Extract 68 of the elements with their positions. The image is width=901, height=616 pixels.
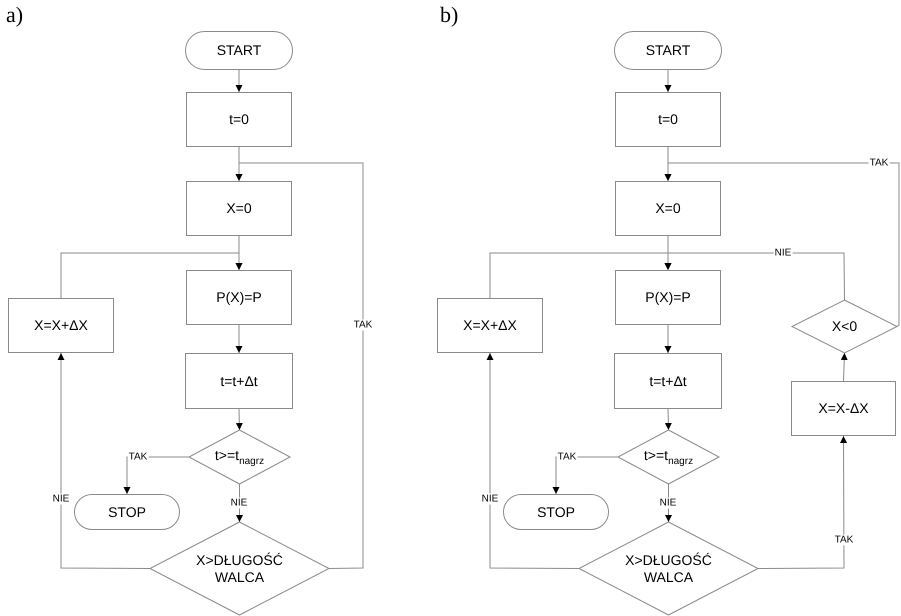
decision-diamond xyxy=(792,300,897,353)
arrow xyxy=(664,252,845,300)
edge-label: NIE xyxy=(774,248,792,258)
terminator-shape xyxy=(614,31,722,70)
arrow xyxy=(664,162,900,327)
process-box xyxy=(186,181,292,236)
node-text: t=t+Δt xyxy=(220,372,258,390)
edge-label: NIE xyxy=(230,498,248,508)
node-text: X<0 xyxy=(832,318,858,335)
process-box xyxy=(615,270,721,325)
edge-label: TAK xyxy=(352,320,374,330)
edge-label: TAK xyxy=(868,158,890,168)
node-text: P(X)=P xyxy=(645,289,691,306)
arrow xyxy=(664,324,672,354)
process-box xyxy=(186,270,292,325)
arrow xyxy=(664,70,672,92)
process-box xyxy=(615,181,721,236)
node-text: X=0 xyxy=(226,200,252,217)
process-box xyxy=(8,298,114,353)
terminator-shape xyxy=(185,31,293,70)
node-text: STOP xyxy=(108,504,146,520)
edge-label: NIE xyxy=(480,494,500,504)
node-text: STOP xyxy=(537,504,575,520)
process-box xyxy=(186,92,292,147)
arrow xyxy=(758,436,848,569)
process-box xyxy=(791,381,896,436)
node-text: START xyxy=(646,42,690,59)
edge-label: NIE xyxy=(52,494,70,504)
process-box xyxy=(437,298,543,353)
decision-diamond xyxy=(618,430,719,484)
node-text: X=X+ΔX xyxy=(463,317,517,334)
node-text: X>DŁUGOŚĆ WALCA xyxy=(624,552,713,586)
node-text: X=X+ΔX xyxy=(34,317,88,334)
edge-label: TAK xyxy=(834,534,854,546)
arrow xyxy=(58,352,150,569)
arrow xyxy=(236,70,242,92)
node-text: X=0 xyxy=(655,200,681,217)
arrow xyxy=(664,408,672,430)
arrow xyxy=(486,352,580,569)
panel-label: b) xyxy=(440,2,458,28)
terminator-shape xyxy=(74,494,180,530)
edge-label: TAK xyxy=(128,452,148,462)
panel-label: a) xyxy=(6,2,24,28)
node-text: t>=t$_{nagrz}$ xyxy=(214,446,264,468)
edge-label: NIE xyxy=(658,498,678,508)
arrow xyxy=(124,456,190,494)
node-text: t=0 xyxy=(658,111,678,128)
process-box xyxy=(614,353,722,409)
node-text: t>=t$_{nagrz}$ xyxy=(644,446,694,468)
decision-diamond xyxy=(189,430,290,484)
arrow xyxy=(236,324,242,354)
process-box xyxy=(185,353,293,409)
decision-diamond xyxy=(150,522,329,615)
node-text: t=0 xyxy=(229,111,249,128)
edge-label: TAK xyxy=(556,452,578,462)
arrow xyxy=(236,408,243,430)
arrow xyxy=(552,456,618,494)
process-box xyxy=(615,92,721,147)
node-text: t=t+Δt xyxy=(649,372,687,390)
arrow xyxy=(840,352,848,382)
node-text: X>DŁUGOŚĆ WALCA xyxy=(195,552,284,586)
node-text: START xyxy=(216,42,262,59)
terminator-shape xyxy=(503,494,609,530)
node-text: X=X-ΔX xyxy=(818,400,869,417)
node-text: P(X)=P xyxy=(216,289,262,306)
arrow xyxy=(236,162,364,569)
arrow xyxy=(60,252,242,298)
decision-diamond xyxy=(579,522,758,615)
